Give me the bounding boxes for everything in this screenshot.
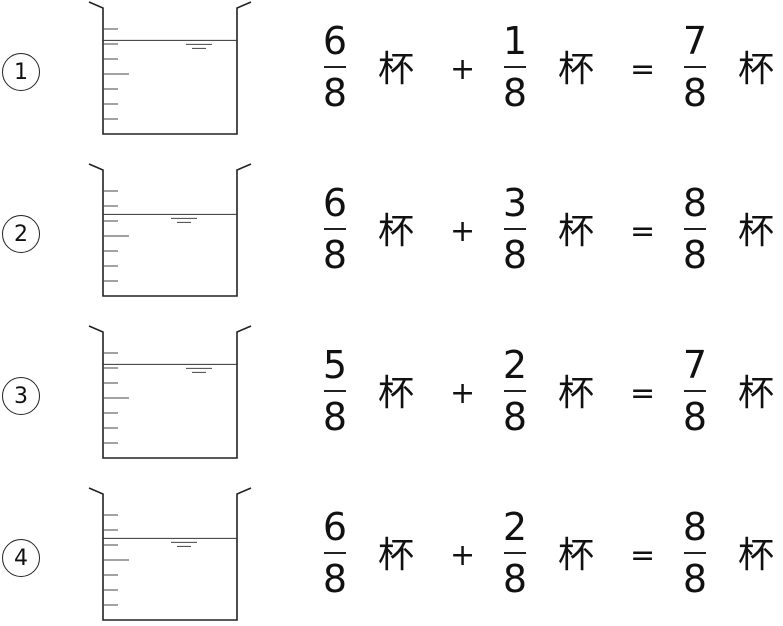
numerator: 7 — [682, 19, 708, 63]
plus-sign: + — [450, 538, 476, 573]
unit-cup: 杯 — [558, 535, 595, 576]
numerator: 8 — [682, 181, 708, 225]
fraction-b: 1 8 — [500, 22, 530, 116]
numerator: 6 — [322, 181, 348, 225]
unit-cup: 杯 — [738, 373, 775, 414]
fraction-c: 7 8 — [680, 346, 710, 440]
unit-cup: 杯 — [378, 535, 415, 576]
problem-number-2[interactable]: 2 — [2, 215, 40, 253]
denominator: 8 — [682, 395, 708, 439]
unit-cup: 杯 — [378, 49, 415, 90]
fraction-a: 6 8 — [320, 508, 350, 602]
fraction-bar — [684, 390, 706, 392]
fraction-bar — [504, 552, 526, 554]
problem-number-3[interactable]: 3 — [2, 377, 40, 415]
problem-number-1[interactable]: 1 — [2, 53, 40, 91]
unit-cup: 杯 — [558, 211, 595, 252]
fraction-bar — [504, 390, 526, 392]
denominator: 8 — [502, 233, 528, 277]
fraction-b: 2 8 — [500, 508, 530, 602]
denominator: 8 — [322, 71, 348, 115]
denominator: 8 — [322, 233, 348, 277]
fraction-a: 6 8 — [320, 22, 350, 116]
fraction-bar — [684, 228, 706, 230]
problem-number-4[interactable]: 4 — [2, 539, 40, 577]
denominator: 8 — [502, 71, 528, 115]
numerator: 3 — [502, 181, 528, 225]
beaker-outline — [88, 325, 252, 459]
unit-cup: 杯 — [738, 535, 775, 576]
unit-cup: 杯 — [378, 373, 415, 414]
fraction-bar — [324, 66, 346, 68]
denominator: 8 — [322, 557, 348, 601]
fraction-bar — [324, 390, 346, 392]
numerator: 2 — [502, 343, 528, 387]
fraction-a: 6 8 — [320, 184, 350, 278]
beaker-2 — [88, 163, 252, 297]
equals-sign: = — [630, 376, 656, 411]
equals-sign: = — [630, 538, 656, 573]
beaker-3 — [88, 325, 252, 459]
fraction-c: 8 8 — [680, 184, 710, 278]
fraction-bar — [684, 66, 706, 68]
numerator: 8 — [682, 505, 708, 549]
fraction-bar — [324, 552, 346, 554]
unit-cup: 杯 — [738, 211, 775, 252]
equals-sign: = — [630, 214, 656, 249]
denominator: 8 — [682, 233, 708, 277]
denominator: 8 — [682, 71, 708, 115]
denominator: 8 — [502, 557, 528, 601]
fraction-c: 7 8 — [680, 22, 710, 116]
denominator: 8 — [682, 557, 708, 601]
plus-sign: + — [450, 52, 476, 87]
problem-row-2: 2 6 8 杯 + 3 8 杯 = 8 8 杯 — [0, 162, 783, 302]
numerator: 5 — [322, 343, 348, 387]
problem-row-3: 3 5 8 杯 + 2 8 杯 = 7 8 杯 — [0, 324, 783, 464]
fraction-bar — [504, 66, 526, 68]
fraction-b: 2 8 — [500, 346, 530, 440]
numerator: 1 — [502, 19, 528, 63]
beaker-1 — [88, 1, 252, 135]
fraction-bar — [504, 228, 526, 230]
plus-sign: + — [450, 214, 476, 249]
fraction-a: 5 8 — [320, 346, 350, 440]
unit-cup: 杯 — [558, 373, 595, 414]
problem-row-1: 1 6 8 杯 + 1 8 杯 = 7 8 杯 — [0, 0, 783, 140]
problem-row-4: 4 6 8 杯 + 2 8 杯 = 8 8 杯 — [0, 486, 783, 626]
fraction-bar — [684, 552, 706, 554]
denominator: 8 — [322, 395, 348, 439]
beaker-outline — [88, 163, 252, 297]
equals-sign: = — [630, 52, 656, 87]
numerator: 6 — [322, 505, 348, 549]
numerator: 6 — [322, 19, 348, 63]
plus-sign: + — [450, 376, 476, 411]
fraction-c: 8 8 — [680, 508, 710, 602]
fraction-bar — [324, 228, 346, 230]
unit-cup: 杯 — [738, 49, 775, 90]
fraction-b: 3 8 — [500, 184, 530, 278]
unit-cup: 杯 — [378, 211, 415, 252]
beaker-outline — [88, 487, 252, 621]
unit-cup: 杯 — [558, 49, 595, 90]
beaker-4 — [88, 487, 252, 621]
numerator: 2 — [502, 505, 528, 549]
denominator: 8 — [502, 395, 528, 439]
beaker-outline — [88, 1, 252, 135]
numerator: 7 — [682, 343, 708, 387]
